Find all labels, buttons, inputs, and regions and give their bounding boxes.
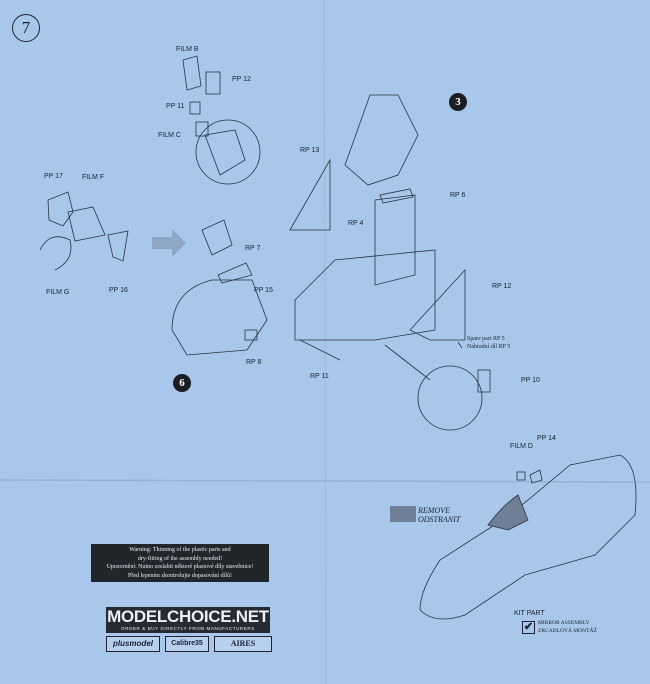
- checkmark-icon: ✔: [522, 621, 535, 634]
- remove-swatch: [390, 506, 416, 522]
- label-rp7: RP 7: [245, 245, 261, 252]
- warning-line: dry-fitting of the assembly needed!: [137, 555, 223, 562]
- label-rp6: RP 6: [450, 192, 466, 199]
- warning-line: Warning: Thinning of the plastic parts a…: [129, 547, 231, 553]
- label-kit-part: KIT PART: [514, 610, 545, 617]
- legend-remove-cz: ODSTRANIT: [418, 515, 461, 524]
- label-rp12: RP 12: [492, 283, 512, 290]
- label-film-f: FILM F: [82, 174, 105, 181]
- brand-title: MODELCHOICE.NET: [107, 607, 269, 626]
- label-spare-en: Spare part RP 5: [467, 336, 505, 342]
- step-number: 7: [12, 14, 40, 42]
- label-film-d: FILM D: [510, 443, 533, 450]
- label-pp17: PP 17: [44, 173, 63, 180]
- label-pp10: PP 10: [521, 377, 540, 384]
- label-film-g: FILM G: [46, 289, 70, 296]
- brand-subtitle: ORDER & BUY DIRECTLY FROM MANUFACTURERS: [121, 626, 255, 631]
- legend-mirror-cz: ZRCADLOVÁ MONTÁŽ: [538, 628, 597, 634]
- legend-mirror-en: MIRROR ASSEMBLY: [538, 620, 590, 626]
- label-film-b: FILM B: [176, 46, 199, 53]
- label-pp11: PP 11: [166, 103, 185, 110]
- modelchoice-banner: MODELCHOICE.NET ORDER & BUY DIRECTLY FRO…: [106, 607, 270, 633]
- logo-aires: AIRES: [214, 636, 272, 652]
- warning-line: Před lepením zkontrolujte dopasování díl…: [128, 572, 232, 579]
- warning-line: Upozornění: Nutno zeslabit některé plast…: [106, 564, 254, 570]
- legend-remove-en: REMOVE: [418, 506, 450, 515]
- logo-plusmodel: plusmodel: [106, 636, 160, 652]
- label-spare-cz: Náhradní díl RP 5: [467, 344, 511, 350]
- substep-badge-cockpit: 6: [173, 374, 191, 392]
- substep-badge-seat: 3: [449, 93, 467, 111]
- label-pp12: PP 12: [232, 76, 251, 83]
- label-pp16: PP 16: [109, 287, 128, 294]
- warning-box: Warning: Thinning of the plastic parts a…: [91, 544, 269, 582]
- label-rp8: RP 8: [246, 359, 262, 366]
- label-rp13: RP 13: [300, 147, 320, 154]
- label-pp14: PP 14: [537, 435, 556, 442]
- label-pp15: PP 15: [254, 287, 273, 294]
- label-film-c: FILM C: [158, 132, 181, 139]
- logo-calibre: Calibre35: [165, 636, 209, 652]
- label-rp11: RP 11: [310, 373, 329, 380]
- label-rp4: RP 4: [348, 220, 364, 227]
